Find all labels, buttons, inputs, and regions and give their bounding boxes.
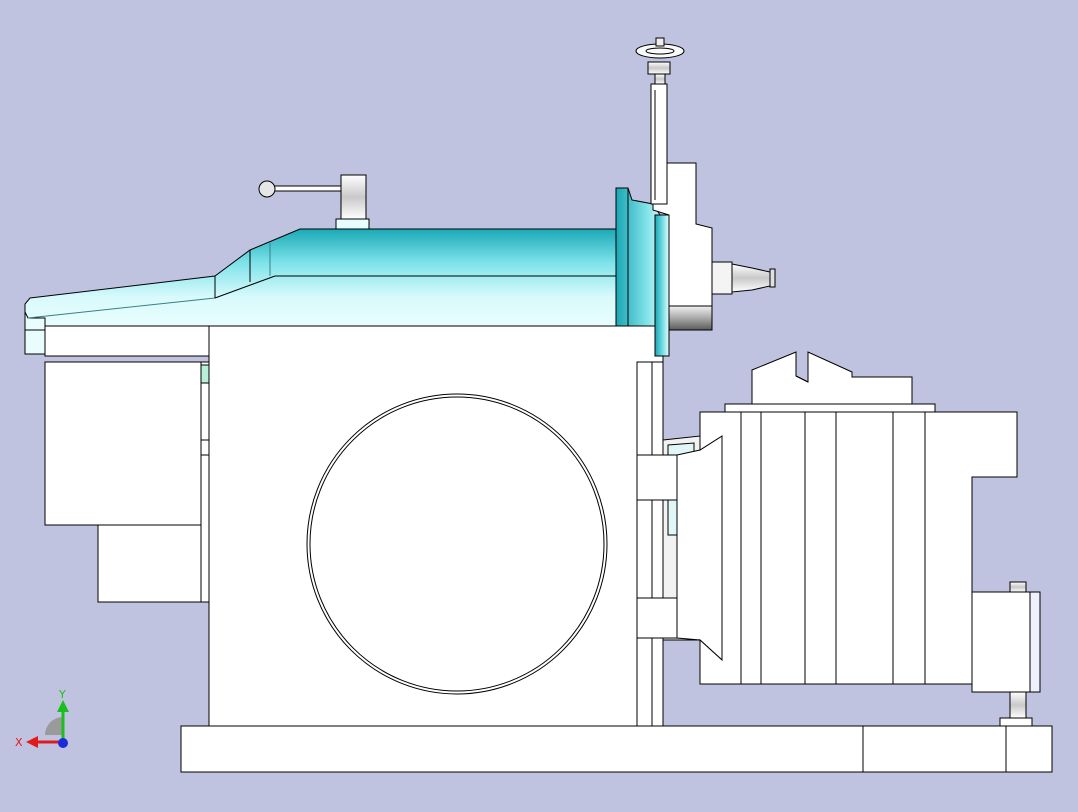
axis-triad-quadrant: [45, 717, 63, 735]
tool-head[interactable]: [615, 162, 713, 357]
ram-body[interactable]: [24, 228, 617, 327]
table-support-screw[interactable]: [971, 581, 1041, 727]
ram-handle-lever[interactable]: [258, 174, 370, 230]
work-table[interactable]: [699, 411, 1018, 685]
z-axis-dot-icon: [58, 738, 68, 748]
x-axis-arrowhead-icon: [26, 736, 38, 748]
axis-x-label: X: [15, 736, 23, 749]
y-axis-arrowhead-icon: [57, 700, 69, 712]
base-plate[interactable]: [180, 725, 1053, 773]
side-gearbox[interactable]: [44, 361, 210, 603]
machine-column[interactable]: [44, 325, 664, 727]
flywheel-cover[interactable]: [306, 393, 608, 695]
cutting-tool[interactable]: [711, 261, 776, 295]
axis-triad: Y X: [15, 688, 69, 749]
axis-y-label: Y: [58, 688, 66, 701]
tool-head-handwheel[interactable]: [635, 37, 685, 205]
vise[interactable]: [724, 351, 936, 413]
